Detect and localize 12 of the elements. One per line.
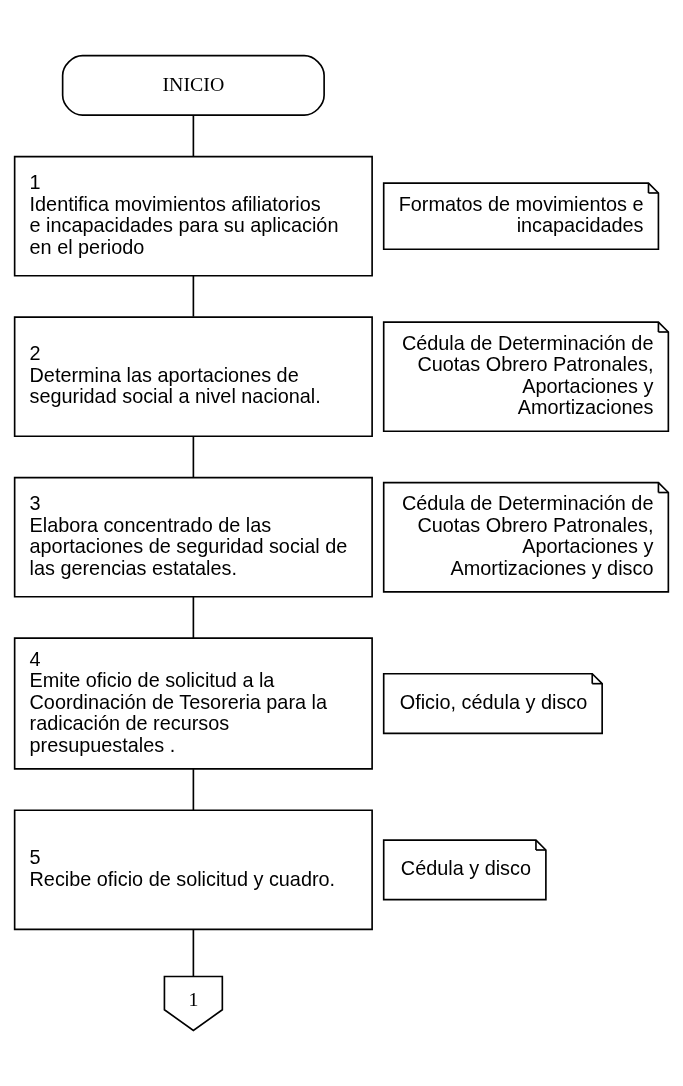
node-box: INICIO [61, 54, 325, 117]
node-box: 3 Elabora concentrado de las aportaciones de seguridad social de las gerencias estatales. [13, 476, 373, 598]
node-box: 4 Emite oficio de solicitud a la Coordinación de Tesoreria para la radicación de recursos presupuestales . [13, 637, 373, 770]
connector [192, 275, 195, 318]
node-box: 2 Determina las aportaciones de seguridad social a nivel nacional. [13, 316, 373, 438]
connector [192, 114, 195, 158]
connector [192, 595, 195, 639]
connector [192, 768, 195, 812]
connector [192, 435, 195, 478]
node-box: 5 Recibe oficio de solicitud y cuadro. [13, 809, 373, 931]
node-box: 1 Identifica movimientos afiliatorios e incapacidades para su aplicación en el periodo [13, 155, 373, 277]
connector [192, 929, 195, 978]
